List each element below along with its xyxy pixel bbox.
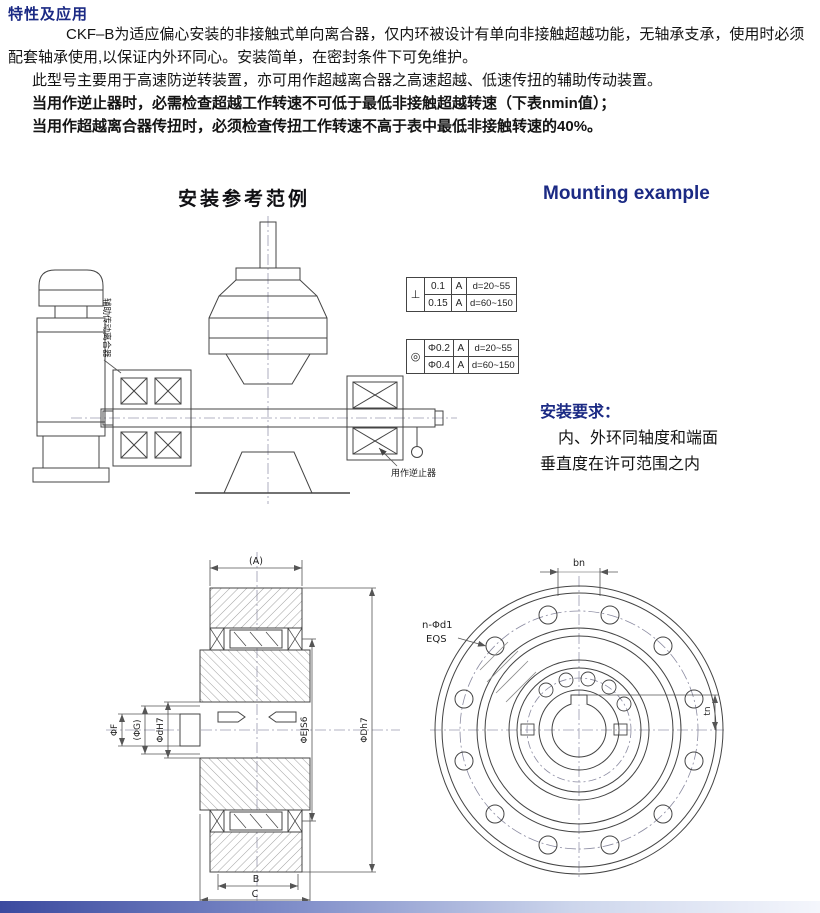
dim-C-label: C (252, 889, 259, 900)
tolerance-datum: A (451, 294, 467, 312)
perpendicularity-icon: ⊥ (406, 277, 425, 312)
tolerance-range: d=60~150 (467, 356, 519, 374)
front-dimensions (457, 568, 719, 730)
concentricity-icon: ◎ (406, 339, 425, 374)
intro-paragraph-4: 当用作超越离合器传扭时，必须检查传扭工作转速不高于表中最低非接触转速的40%。 (32, 118, 603, 135)
tolerance-range: d=20~55 (466, 277, 517, 295)
mounting-annotations: 辅助传动离合器 用作逆止器 (101, 298, 436, 479)
gearbox-assembly (195, 221, 350, 494)
tolerance-frame-perpendicularity: ⊥ 0.1 A d=20~55 0.15 A d=60~150 (406, 277, 517, 312)
page-title: 特性及应用 (8, 6, 89, 23)
heading-mounting-example: Mounting example (543, 183, 710, 204)
installation-requirements-title: 安装要求： (540, 404, 621, 421)
dim-eqs-label: EQS (426, 634, 447, 645)
clutch-section (179, 587, 311, 873)
tolerance-range: d=60~150 (466, 294, 517, 312)
motor (32, 269, 114, 483)
flange-circles (434, 585, 724, 875)
footer-gradient-bar (0, 901, 820, 913)
intro-paragraph-3: 当用作逆止器时，必需检查超越工作转速不可低于最低非接触超越转速（下表nmin值）… (32, 95, 616, 112)
tolerance-range: d=20~55 (467, 339, 519, 357)
tolerance-value: Φ0.4 (424, 356, 454, 374)
dim-A-label: (A) (249, 556, 263, 567)
cross-section-drawing: (A) ΦF (ΦG) ΦdH7 ΦEJS6 ΦDh7 B C (106, 552, 400, 906)
shaft-and-clutches (100, 369, 444, 467)
partial-hatching (479, 641, 537, 703)
dim-tn-label: tn (703, 706, 713, 715)
section-dimensions (118, 560, 376, 905)
backstop-label: 用作逆止器 (391, 467, 436, 479)
tolerance-datum: A (452, 339, 469, 357)
intro-paragraph-2: 此型号主要用于高速防逆转装置，亦可用作超越离合器之高速超越、低速传扭的辅助传动装… (32, 72, 663, 89)
dim-d-label: ΦdH7 (156, 717, 166, 742)
dim-nd1-label: n-Φd1 (422, 620, 453, 631)
installation-requirements-line2: 垂直度在许可范围之内 (540, 456, 701, 473)
tolerance-value: Φ0.2 (424, 339, 454, 357)
tolerance-datum: A (451, 277, 467, 295)
dim-G-label: (ΦG) (133, 719, 143, 740)
tolerance-datum: A (452, 356, 469, 374)
mounting-example-drawing: 辅助传动离合器 用作逆止器 (32, 216, 457, 504)
dim-D-label: ΦDh7 (360, 717, 370, 742)
centerlines (430, 576, 724, 880)
tolerance-value: 0.15 (424, 294, 452, 312)
section-dimension-labels: (A) ΦF (ΦG) ΦdH7 ΦEJS6 ΦDh7 B C (110, 556, 370, 900)
dim-E-label: ΦEJS6 (300, 716, 310, 743)
keyway (570, 694, 588, 705)
heading-installation-reference: 安装参考范例 (178, 189, 311, 210)
installation-requirements: 安装要求： 内、外环同轴度和端面 垂直度在许可范围之内 (540, 400, 770, 478)
installation-requirements-line1: 内、外环同轴度和端面 (558, 430, 719, 447)
dim-F-label: ΦF (110, 724, 120, 736)
bolt-holes (454, 605, 704, 855)
tolerance-frame-concentricity: ◎ Φ0.2 A d=20~55 Φ0.4 A d=60~150 (406, 339, 519, 374)
dim-bn-label: bn (573, 558, 585, 569)
dim-B-label: B (253, 874, 260, 885)
front-view-drawing: bn n-Φd1 EQS tn (422, 558, 724, 880)
tolerance-value: 0.1 (424, 277, 452, 295)
intro-paragraph-1: CKF–B为适应偏心安装的非接触式单向离合器，仅内环被设计有单向非接触超越功能，… (8, 26, 805, 66)
intro-text: CKF–B为适应偏心安装的非接触式单向离合器，仅内环被设计有单向非接触超越功能，… (8, 23, 814, 138)
centerlines (71, 216, 457, 504)
front-dimension-labels: bn n-Φd1 EQS tn (422, 558, 713, 716)
aux-clutch-label: 辅助传动离合器 (101, 298, 112, 358)
datum-symbol-circle (411, 446, 423, 458)
sprag-rollers (520, 671, 632, 736)
